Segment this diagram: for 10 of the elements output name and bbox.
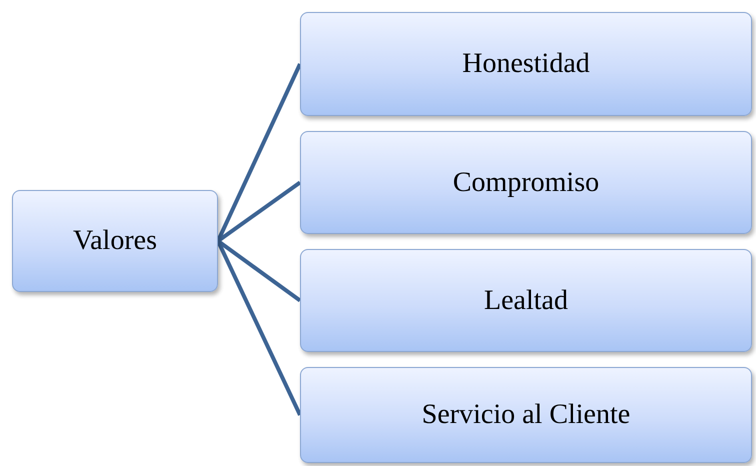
rounded-box <box>300 12 752 116</box>
box-label: Honestidad <box>462 48 590 80</box>
rounded-box <box>300 367 752 463</box>
rounded-box <box>12 190 218 292</box>
box-label: Lealtad <box>484 284 568 316</box>
box-label: Valores <box>73 225 157 257</box>
rounded-box <box>300 249 752 352</box>
box-label: Compromiso <box>452 166 600 198</box>
box-label: Servicio al Cliente <box>422 399 630 431</box>
rounded-box <box>300 131 752 234</box>
